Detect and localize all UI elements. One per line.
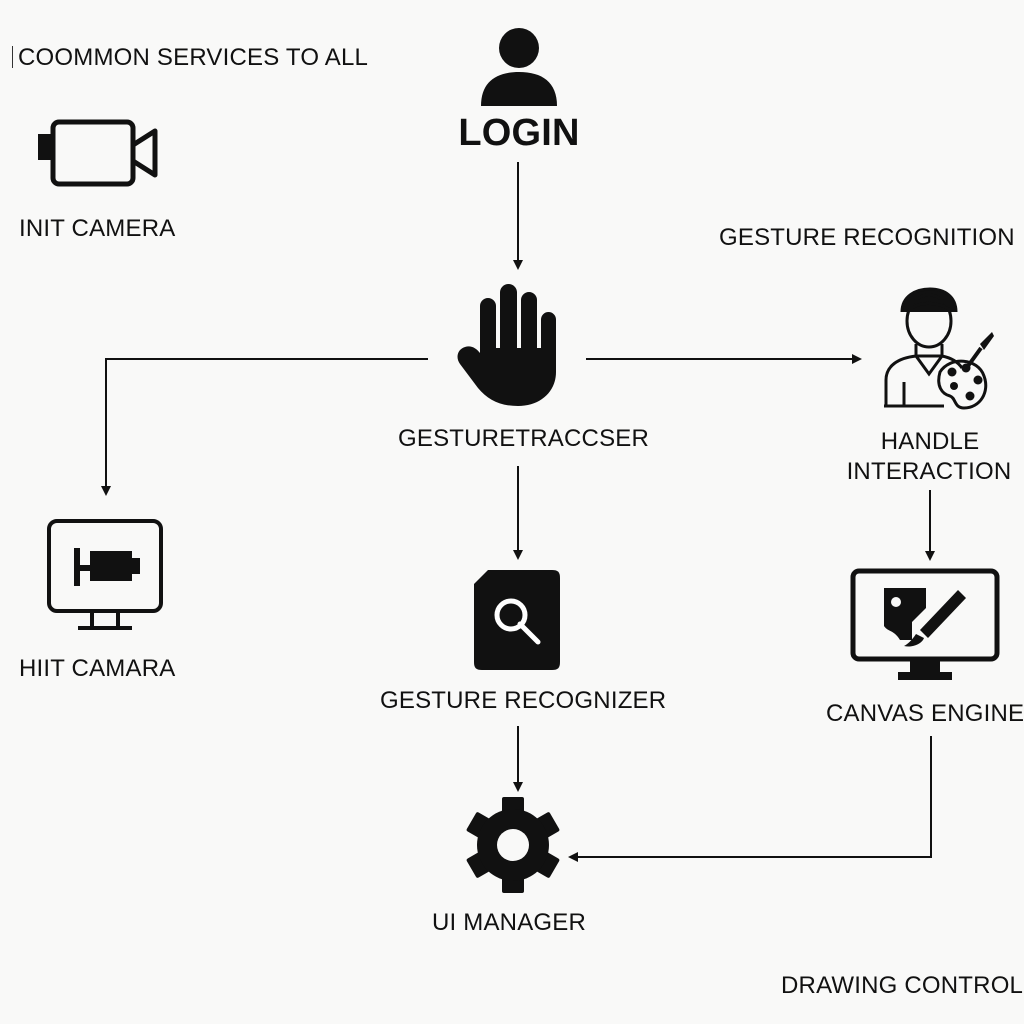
handle-interaction-label-line1: HANDLE: [880, 428, 980, 455]
login-label: LOGIN: [458, 112, 580, 154]
ui-manager-label: UI MANAGER: [432, 909, 587, 936]
monitor-camera-icon: [47, 519, 163, 630]
section-left-edge-mark: [12, 46, 13, 68]
init-camera-label: INIT CAMERA: [19, 215, 176, 242]
canvas-engine-label: CANVAS ENGINE: [826, 700, 1024, 727]
gesture-recognizer-label: GESTURE RECOGNIZER: [380, 687, 667, 714]
hand-icon: [457, 284, 556, 406]
handle-interaction-label-line2: INTERACTION: [846, 458, 1012, 485]
gesture-tracker-label: GESTURETRACCSER: [398, 425, 650, 452]
section-gesture-recognition-label: GESTURE RECOGNITION: [719, 224, 1015, 251]
recognizer-chip-icon: [474, 570, 560, 670]
section-drawing-control-label: DRAWING CONTROL: [781, 972, 1024, 999]
hiit-camera-label: HIIT CAMARA: [19, 655, 176, 682]
artist-palette-icon: [884, 287, 994, 410]
arrow-canvas-to-ui-manager: [568, 736, 932, 862]
gear-icon: [466, 797, 560, 893]
video-camera-icon: [38, 119, 158, 187]
user-icon: [481, 28, 557, 106]
arrow-tracker-to-hiit-camera: [101, 358, 428, 496]
section-common-services-label: COOMMON SERVICES TO ALL: [18, 44, 369, 71]
monitor-brush-icon: [850, 568, 1000, 680]
